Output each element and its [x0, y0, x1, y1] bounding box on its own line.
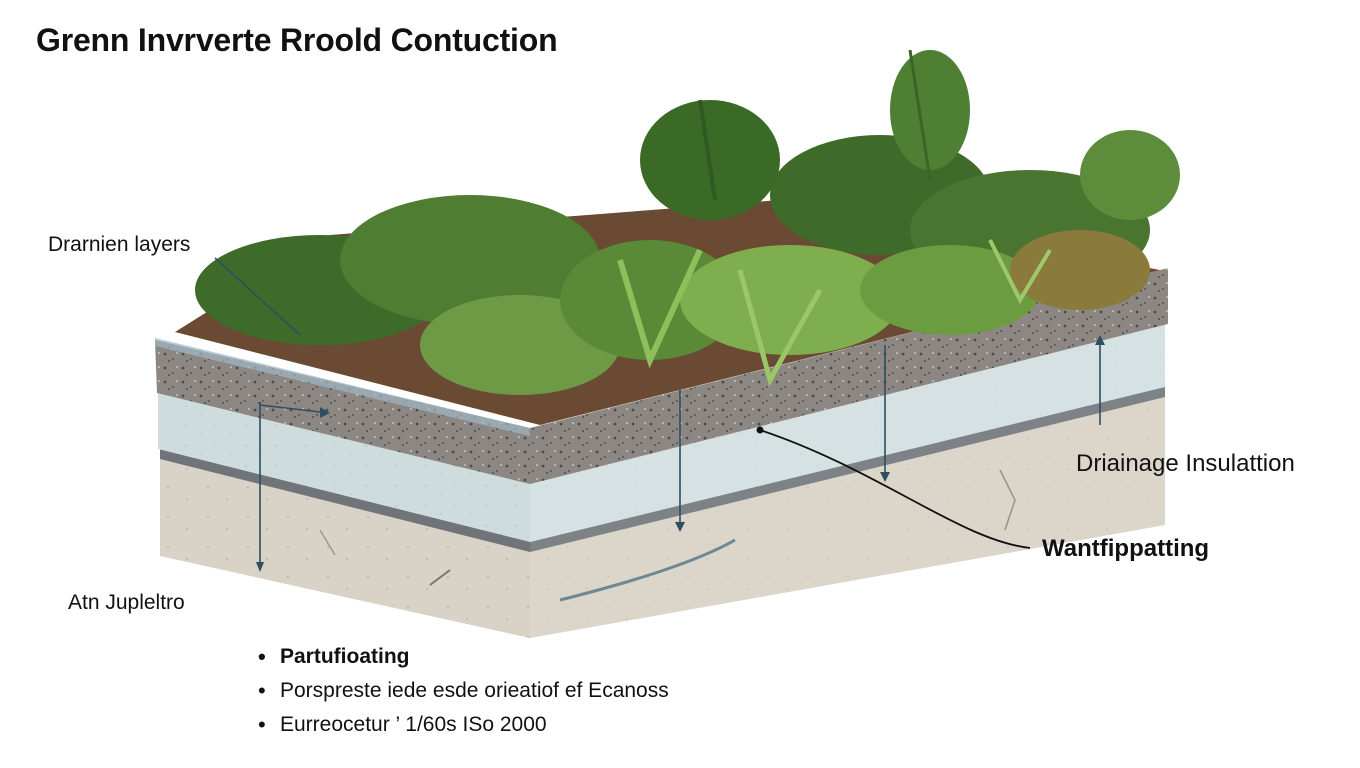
note-item: Partufioating [258, 640, 669, 674]
notes-list: Partufioating Porspreste iede esde oriea… [258, 640, 669, 742]
diagram-title: Grenn Invrverte Rroold Contuction [36, 22, 558, 58]
note-item: Porspreste iede esde orieatiof ef Ecanos… [258, 674, 669, 708]
label-waterproofing: Wantfippatting [1042, 535, 1210, 562]
callout-waterproofing [759, 429, 1031, 549]
vegetation [195, 49, 1180, 395]
waterproofing-membrane [160, 385, 1165, 552]
callout-lines [214, 257, 1101, 568]
concrete-base-layer [160, 390, 1165, 638]
callout-drainage-layers [214, 257, 301, 336]
label-drainage-insulation: Driainage Insulattion [1076, 450, 1295, 477]
callout-att-arrow [259, 404, 321, 413]
note-item: Eurreocetur ’ 1/60s ISo 2000 [258, 708, 669, 742]
label-att: Atn Jupleltro [68, 591, 185, 614]
label-drainage-layers: Drarnien layers [48, 233, 191, 256]
insulation-layer [158, 322, 1165, 542]
callout-arrowheads [256, 335, 1105, 572]
